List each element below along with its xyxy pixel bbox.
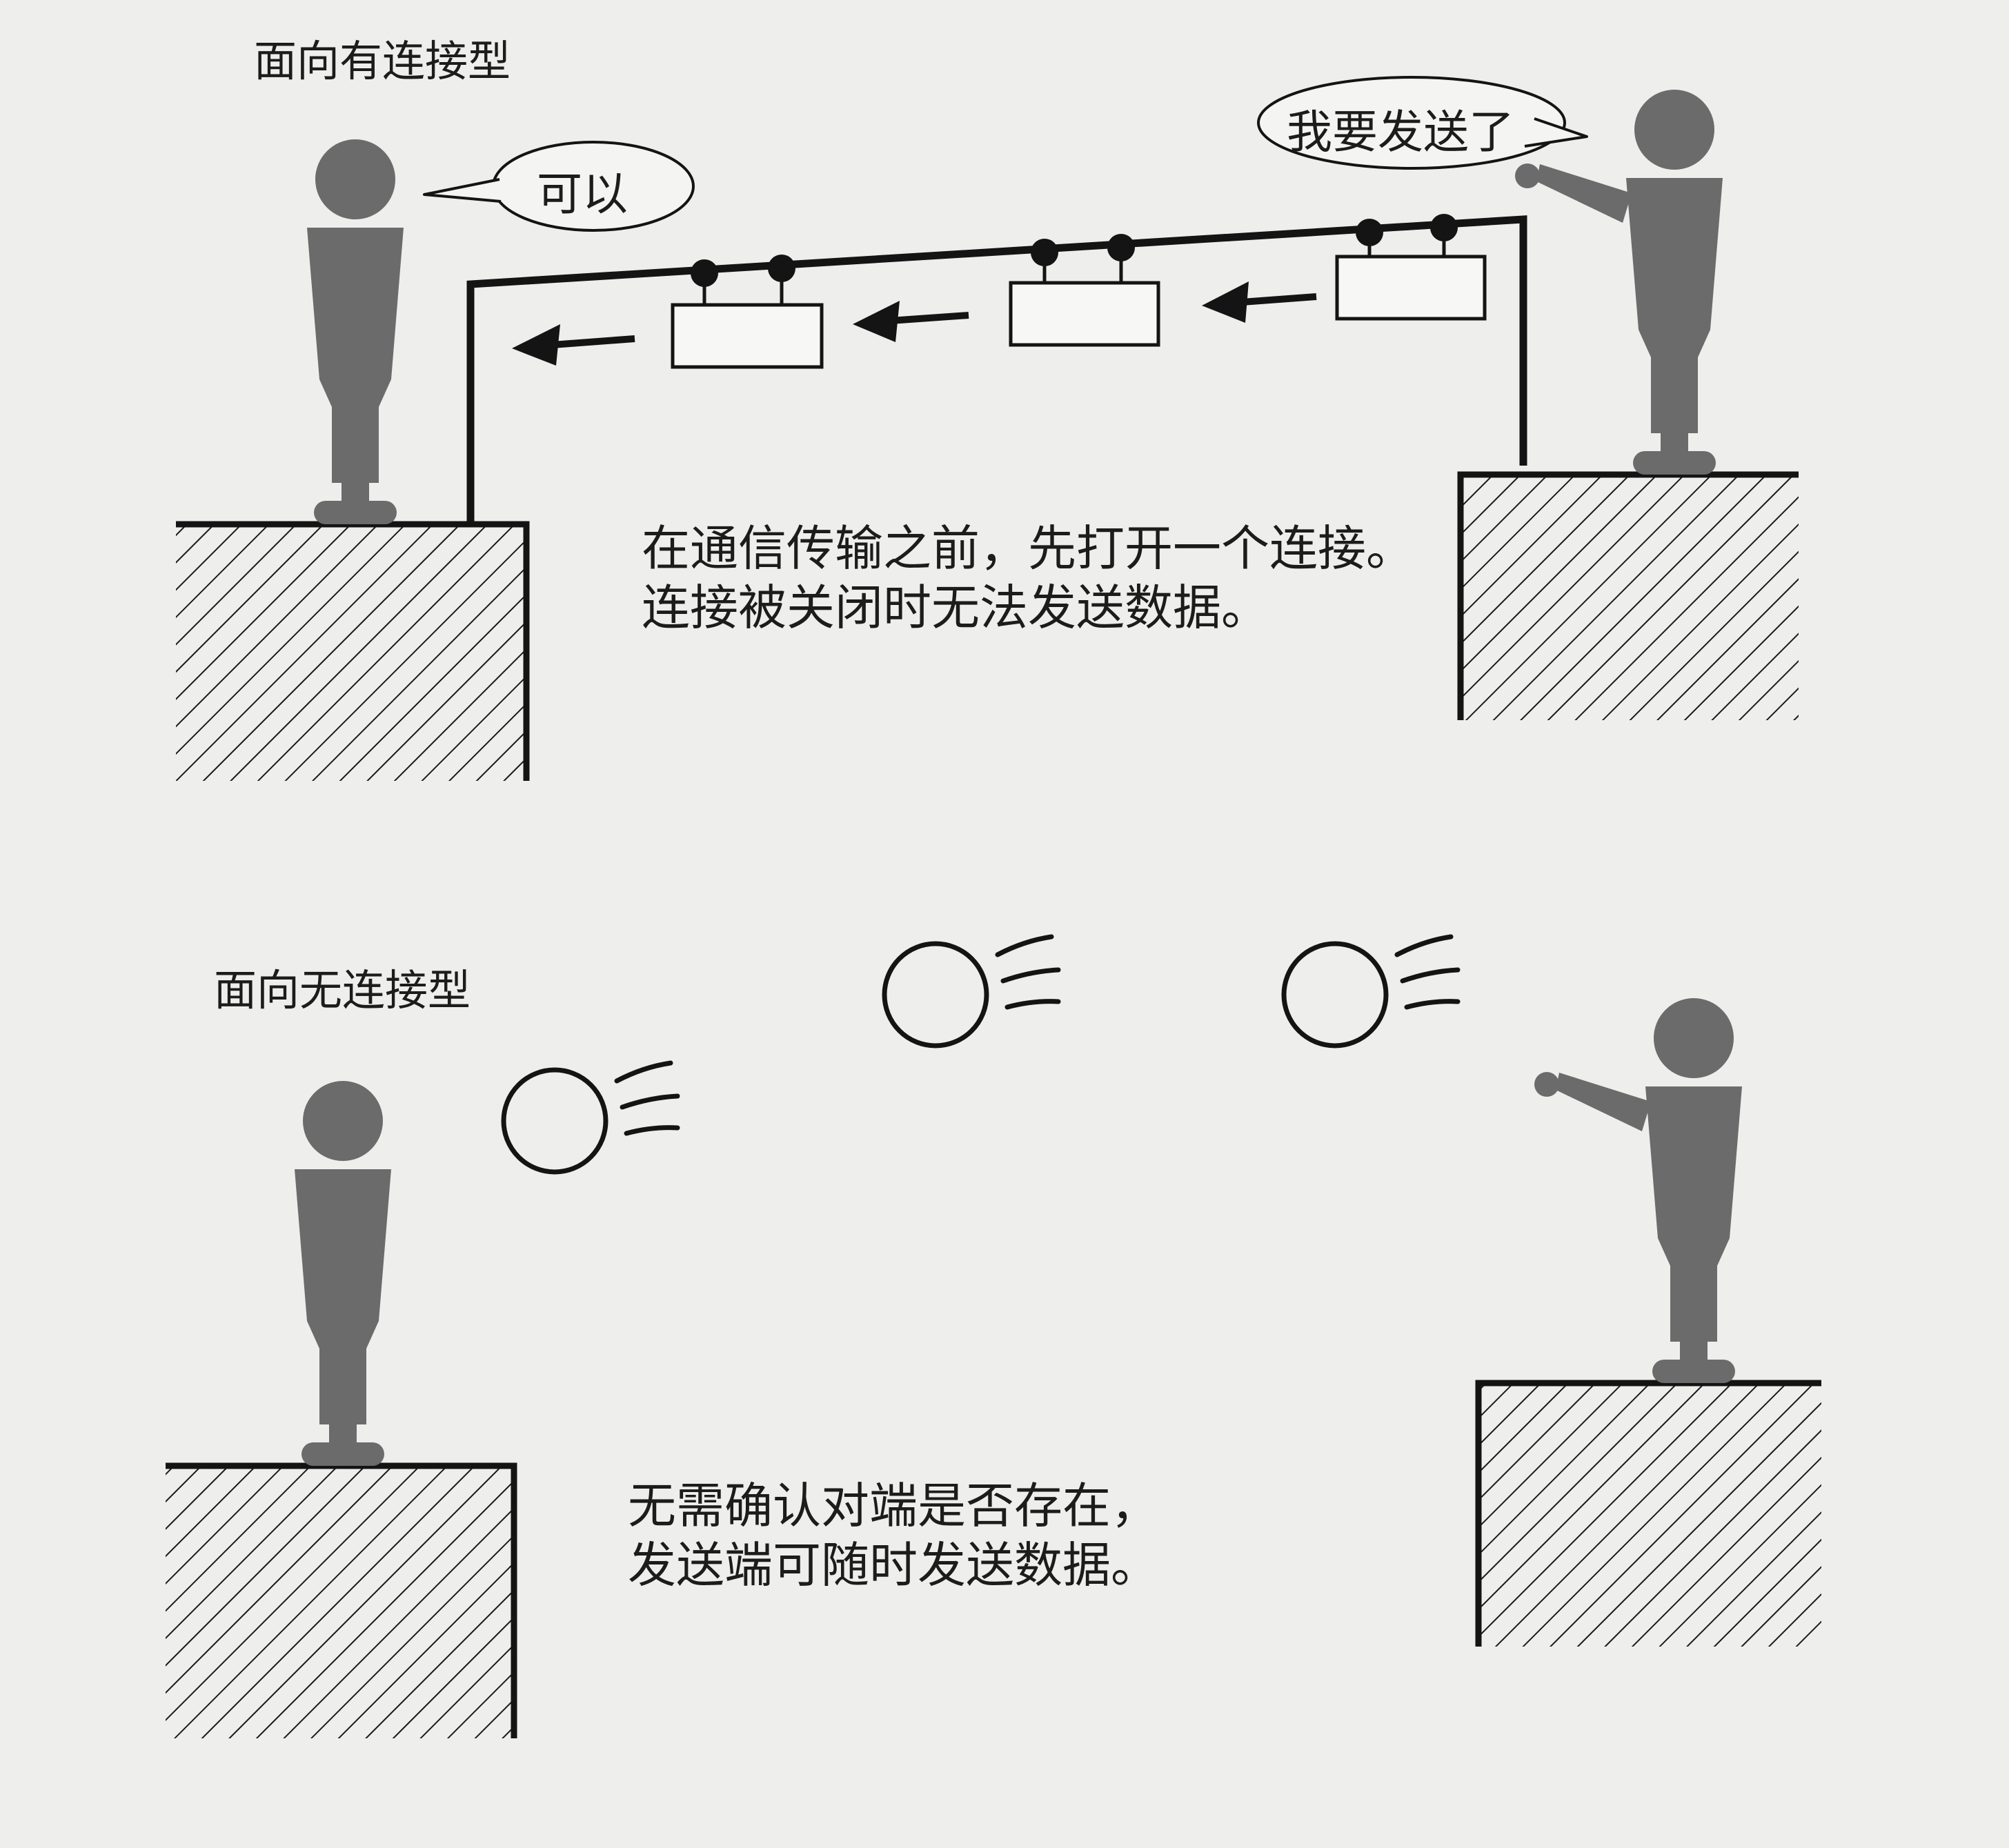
connectionless-caption-line2: 发送端可随时发送数据。 (628, 1537, 1159, 1593)
packet-joint (1031, 234, 1135, 266)
bottom-left-cliff (166, 1462, 517, 1738)
packet-box (671, 268, 824, 369)
connection-oriented-title: 面向有连接型 (254, 36, 511, 86)
datagram-ball (1284, 937, 1458, 1046)
receiver-speech-bubble (423, 141, 695, 232)
sender-figure (1515, 90, 1723, 475)
receiver-speech-text: 可以 (537, 168, 628, 221)
connection-oriented-caption-line2: 连接被关闭时无法发送数据。 (642, 579, 1269, 636)
connection-oriented-caption-line1: 在通信传输之前，先打开一个连接。 (642, 520, 1414, 577)
datagram-ball (884, 937, 1058, 1046)
receiver-figure (307, 139, 404, 524)
packet-joint (691, 255, 795, 287)
packet-box (1009, 248, 1160, 347)
connectionless-caption-line1: 无需确认对端是否存在， (628, 1478, 1159, 1534)
connection-line (466, 215, 1527, 524)
packet-box (1335, 228, 1487, 321)
left-arrow (512, 324, 635, 366)
bottom-receiver-figure (295, 1081, 391, 1466)
sender-speech-bubble (1257, 76, 1588, 170)
bottom-right-cliff (1475, 1380, 1821, 1647)
connectionless-title: 面向无连接型 (214, 965, 471, 1015)
bottom-sender-figure (1534, 998, 1742, 1383)
left-arrow (1202, 281, 1317, 323)
sender-speech-text: 我要发送了 (1287, 106, 1514, 159)
datagram-ball (504, 1063, 677, 1172)
packet-joint (1356, 214, 1458, 246)
top-right-cliff (1457, 471, 1799, 720)
top-left-cliff (176, 521, 530, 781)
left-arrow (853, 301, 969, 342)
